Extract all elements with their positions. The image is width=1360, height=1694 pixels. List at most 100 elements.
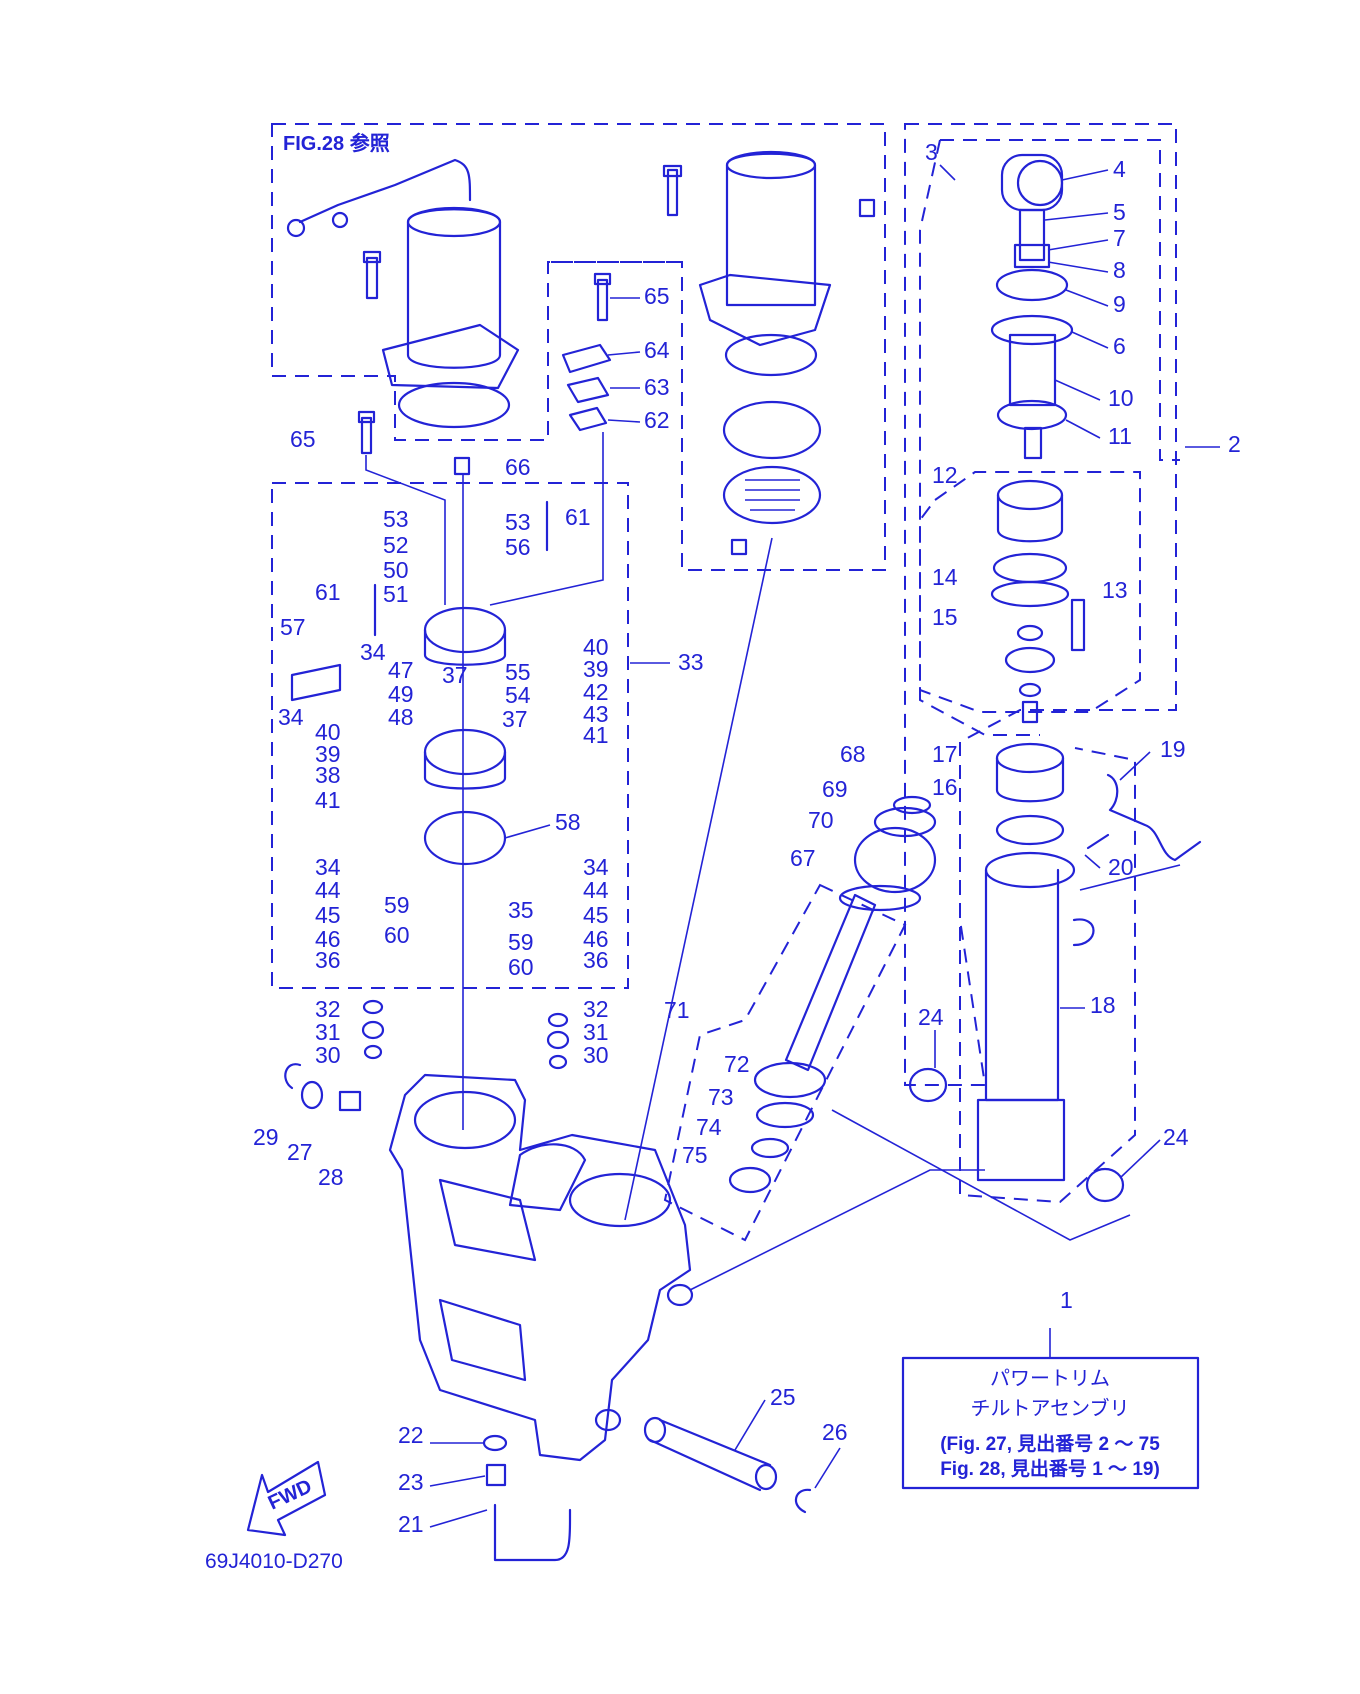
callout-46-b: 46 bbox=[583, 926, 609, 952]
ring-30b bbox=[548, 1054, 568, 1070]
washer-a bbox=[1016, 624, 1044, 642]
callout-70: 70 bbox=[808, 807, 834, 833]
callout-36-b: 36 bbox=[583, 947, 609, 973]
callout-18: 18 bbox=[1090, 992, 1116, 1018]
oring-6 bbox=[990, 314, 1074, 346]
leader-lines bbox=[429, 164, 1220, 1528]
callout-41-b: 41 bbox=[583, 722, 609, 748]
callout-2: 2 bbox=[1228, 431, 1241, 457]
callout-28: 28 bbox=[318, 1164, 344, 1190]
plug-66 bbox=[453, 456, 471, 476]
group-18-boundary bbox=[959, 747, 1136, 1204]
cable-terminal bbox=[286, 218, 306, 238]
motor-bolt-head bbox=[362, 250, 382, 264]
motor-top bbox=[406, 206, 502, 238]
group-3-boundary-top bbox=[940, 139, 1180, 461]
reservoir-gasket bbox=[722, 400, 822, 460]
piston-72 bbox=[753, 1061, 827, 1099]
rod-tip bbox=[1023, 426, 1043, 460]
cap-70 bbox=[853, 826, 937, 894]
callout-68: 68 bbox=[840, 741, 866, 767]
callout-74: 74 bbox=[696, 1114, 722, 1140]
callout-1: 1 bbox=[1060, 1287, 1073, 1313]
fig28-reference: FIG.28 参照 bbox=[283, 131, 390, 155]
group-2-boundary bbox=[904, 123, 1177, 1086]
callout-69: 69 bbox=[822, 776, 848, 802]
callout-27: 27 bbox=[287, 1139, 313, 1165]
callout-67: 67 bbox=[790, 845, 816, 871]
callout-44-a: 44 bbox=[315, 877, 341, 903]
callout-21: 21 bbox=[398, 1511, 424, 1537]
callout-72: 72 bbox=[724, 1051, 750, 1077]
valve-12-top bbox=[996, 479, 1064, 511]
callout-61-a: 61 bbox=[315, 579, 341, 605]
cover-leaders bbox=[607, 297, 641, 423]
bushing-24-b bbox=[1085, 1167, 1125, 1203]
leader-25 bbox=[734, 1399, 766, 1451]
motor-bolt bbox=[365, 256, 379, 300]
callout-19: 19 bbox=[1160, 736, 1186, 762]
washer-b bbox=[1004, 646, 1056, 674]
screw-23 bbox=[485, 1463, 507, 1487]
trim-motor-fig28 bbox=[286, 158, 520, 429]
valve-group-boundary bbox=[271, 482, 629, 989]
reservoir-bore bbox=[568, 1172, 672, 1228]
valve-assembly bbox=[290, 432, 604, 1130]
callout-10: 10 bbox=[1108, 385, 1134, 411]
assembly-note-2: Fig. 28, 見出番号 1 ～ 19) bbox=[940, 1457, 1160, 1480]
bracket-web-2 bbox=[438, 1298, 527, 1382]
ring-14 bbox=[992, 552, 1068, 584]
cylinder-body-18 bbox=[984, 868, 1060, 1102]
gasket-leader bbox=[489, 432, 604, 606]
oring-32b bbox=[547, 1012, 569, 1028]
gasket-62 bbox=[568, 406, 608, 432]
callout-17: 17 bbox=[932, 741, 958, 767]
callout-37-a: 37 bbox=[442, 662, 468, 688]
callout-8: 8 bbox=[1113, 257, 1126, 283]
callout-59-a: 59 bbox=[384, 892, 410, 918]
motor-cable bbox=[298, 158, 472, 224]
pipe-leader bbox=[1079, 864, 1181, 891]
bracket-web bbox=[438, 1178, 537, 1262]
shaft-25 bbox=[648, 1418, 772, 1492]
pipe-20 bbox=[1086, 833, 1110, 850]
callout-5: 5 bbox=[1113, 199, 1126, 225]
callout-13: 13 bbox=[1102, 577, 1128, 603]
group-3-boundary-side bbox=[919, 139, 1040, 736]
motor-group-boundary bbox=[271, 123, 886, 571]
group-boundaries bbox=[271, 123, 1180, 1242]
reservoir-leader bbox=[624, 537, 773, 1221]
callout-40-b: 40 bbox=[583, 634, 609, 660]
cylinder-leaders bbox=[1044, 169, 1109, 439]
assembly-title-1: パワートリム bbox=[990, 1366, 1110, 1390]
bolt-leader bbox=[365, 455, 446, 605]
callout-7: 7 bbox=[1113, 225, 1126, 251]
callout-39-a: 39 bbox=[315, 741, 341, 767]
cable-terminal-2 bbox=[331, 211, 349, 229]
cap-9 bbox=[995, 268, 1069, 302]
callout-48: 48 bbox=[388, 704, 414, 730]
callout-34-d: 34 bbox=[583, 854, 609, 880]
cylinder-base-18 bbox=[976, 1098, 1066, 1182]
callout-32-a: 32 bbox=[315, 996, 341, 1022]
spring-13 bbox=[1070, 598, 1086, 652]
ring-73 bbox=[755, 1101, 815, 1129]
small-parts bbox=[284, 999, 812, 1562]
callout-65-a: 65 bbox=[644, 283, 670, 309]
bolt-65 bbox=[596, 278, 609, 322]
valve-12-body bbox=[996, 493, 1064, 543]
bushing-24-a bbox=[908, 1067, 948, 1103]
callout-3: 3 bbox=[925, 139, 938, 165]
callout-61-b: 61 bbox=[565, 504, 591, 530]
reservoir-filter bbox=[722, 465, 822, 525]
shaft-25-end-2 bbox=[754, 1463, 778, 1491]
callout-34-c: 34 bbox=[315, 854, 341, 880]
valve-block-lower-side bbox=[423, 750, 507, 790]
callout-75: 75 bbox=[682, 1142, 708, 1168]
leader-24-b bbox=[1119, 1139, 1161, 1179]
reservoir-top bbox=[725, 150, 817, 180]
callout-22: 22 bbox=[398, 1422, 424, 1448]
reservoir-oring bbox=[724, 333, 818, 377]
washer-c bbox=[1018, 682, 1042, 698]
